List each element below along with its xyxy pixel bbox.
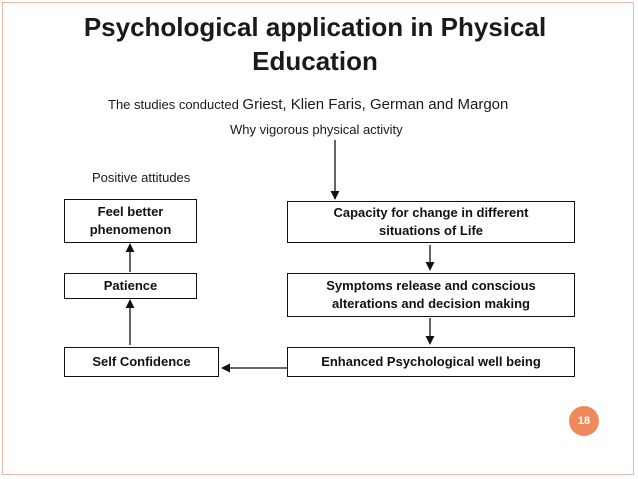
box-feel-better: Feel better phenomenon bbox=[64, 199, 197, 243]
studies-subtitle: The studies conducted Griest, Klien Fari… bbox=[108, 96, 508, 113]
slide-title: Psychological application in Physical Ed… bbox=[30, 10, 600, 78]
box-capacity: Capacity for change in different situati… bbox=[287, 201, 575, 243]
question-text: Why vigorous physical activity bbox=[230, 122, 403, 137]
box-symptoms: Symptoms release and conscious alteratio… bbox=[287, 273, 575, 317]
slide-frame bbox=[2, 2, 634, 475]
title-line-2: Education bbox=[252, 46, 378, 76]
title-line-1: Psychological application in Physical bbox=[83, 12, 547, 42]
subtitle-prefix: The studies conducted bbox=[108, 97, 243, 112]
box-patience: Patience bbox=[64, 273, 197, 299]
box-self-confidence: Self Confidence bbox=[64, 347, 219, 377]
box-wellbeing: Enhanced Psychological well being bbox=[287, 347, 575, 377]
positive-attitudes-label: Positive attitudes bbox=[92, 170, 191, 185]
subtitle-names: Griest, Klien Faris, German and Margon bbox=[242, 96, 509, 113]
page-number-badge: 18 bbox=[569, 406, 599, 436]
